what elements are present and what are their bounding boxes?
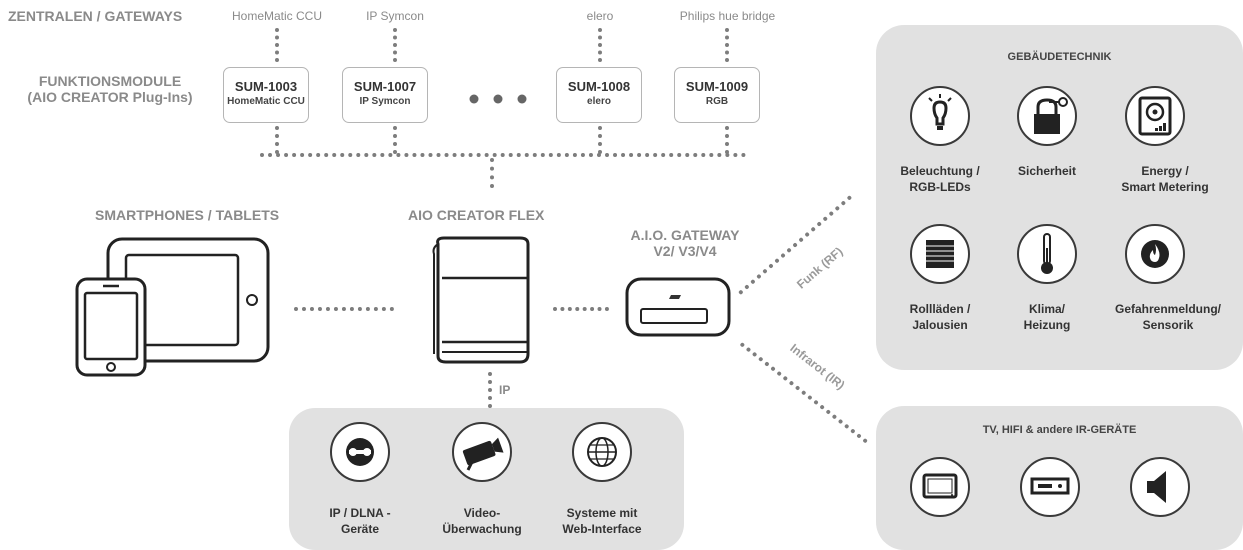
- bus-drop-4: [725, 126, 733, 154]
- ip-link-label: IP: [499, 383, 511, 397]
- source-homematic: HomeMatic CCU: [231, 9, 322, 23]
- gateway-title-line2: V2/ V3/V4: [653, 243, 717, 259]
- link-creator-ip: [488, 372, 496, 416]
- creator-title: AIO CREATOR FLEX: [408, 207, 545, 223]
- dlna-icon: [330, 422, 390, 482]
- label-line: IP / DLNA -: [329, 506, 391, 520]
- building-label-security: Sicherheit: [997, 163, 1097, 179]
- label-line: Sicherheit: [1017, 164, 1077, 178]
- building-panel-title: GEBÄUDETECHNIK: [1007, 51, 1112, 63]
- label-line: Rollläden /: [909, 302, 971, 316]
- gateway-title: A.I.O. GATEWAY V2/ V3/V4: [615, 227, 755, 259]
- source-elero: elero: [586, 9, 614, 23]
- label-line: Sensorik: [1142, 318, 1194, 332]
- light-bulb-icon: [910, 86, 970, 146]
- label-line: RGB-LEDs: [909, 180, 971, 194]
- gateways-title: ZENTRALEN / GATEWAYS: [8, 8, 183, 24]
- module-name: IP Symcon: [359, 96, 411, 107]
- label-line: Gefahrenmeldung/: [1114, 302, 1221, 316]
- connector-hue: [725, 28, 733, 62]
- module-sum-1003: SUM-1003 HomeMatic CCU: [223, 67, 309, 123]
- tablet-phone-icon: [74, 235, 274, 385]
- rf-link-label: Funk (RF): [794, 244, 846, 292]
- ip-item-label-video: Video- Überwachung: [422, 505, 542, 537]
- speaker-icon: [1130, 457, 1190, 517]
- label-line: Web-Interface: [562, 522, 642, 536]
- ellipsis-dots: [468, 92, 532, 110]
- source-ipsymcon: IP Symcon: [366, 9, 424, 23]
- connector-ipsymcon: [393, 28, 401, 62]
- module-sum-1009: SUM-1009 RGB: [674, 67, 760, 123]
- label-line: Video-: [463, 506, 501, 520]
- building-label-alarm: Gefahrenmeldung/ Sensorik: [1100, 301, 1236, 333]
- label-line: Smart Metering: [1121, 180, 1209, 194]
- aio-creator-device-icon: [428, 234, 538, 374]
- link-creator-gateway: [553, 307, 609, 315]
- module-name: HomeMatic CCU: [227, 96, 305, 107]
- label-line: Beleuchtung /: [900, 164, 980, 178]
- lock-icon: [1017, 86, 1077, 146]
- module-code: SUM-1003: [234, 79, 298, 94]
- link-tablet-creator: [294, 307, 394, 315]
- smartphones-title: SMARTPHONES / TABLETS: [95, 207, 280, 223]
- connector-homematic: [275, 28, 283, 62]
- label-line: Heizung: [1023, 318, 1071, 332]
- module-code: SUM-1007: [353, 79, 417, 94]
- building-label-light: Beleuchtung / RGB-LEDs: [890, 163, 990, 195]
- ir-panel-title: TV, HIFI & andere IR-GERÄTE: [982, 424, 1137, 436]
- bus-drop-1: [275, 126, 283, 154]
- building-label-shutter: Rollläden / Jalousien: [890, 301, 990, 333]
- hifi-receiver-icon: [1020, 457, 1080, 517]
- building-label-energy: Energy / Smart Metering: [1105, 163, 1225, 195]
- shutter-icon: [910, 224, 970, 284]
- module-name: RGB: [705, 96, 729, 107]
- label-line: Geräte: [340, 522, 380, 536]
- module-sum-1007: SUM-1007 IP Symcon: [342, 67, 428, 123]
- label-line: Jalousien: [912, 318, 968, 332]
- ip-item-label-dlna: IP / DLNA - Geräte: [300, 505, 420, 537]
- modules-title-line1: FUNKTIONSMODULE: [38, 73, 182, 89]
- modules-title-line2: (AIO CREATOR Plug-Ins): [27, 89, 193, 105]
- ip-item-label-web: Systeme mit Web-Interface: [542, 505, 662, 537]
- label-line: Systeme mit: [566, 506, 638, 520]
- source-hue: Philips hue bridge: [679, 9, 776, 23]
- aio-gateway-device-icon: [623, 275, 733, 345]
- fire-alarm-icon: [1125, 224, 1185, 284]
- module-name: elero: [587, 96, 611, 107]
- globe-icon: [572, 422, 632, 482]
- building-label-climate: Klima/ Heizung: [997, 301, 1097, 333]
- bus-drop-3: [598, 126, 606, 154]
- bus-to-creator: [490, 158, 498, 188]
- camera-icon: [452, 422, 512, 482]
- connector-elero: [598, 28, 606, 62]
- thermometer-icon: [1017, 224, 1077, 284]
- module-code: SUM-1008: [567, 79, 631, 94]
- gateway-title-line1: A.I.O. GATEWAY: [630, 227, 740, 243]
- tv-icon: [910, 457, 970, 517]
- module-sum-1008: SUM-1008 elero: [556, 67, 642, 123]
- modules-title: FUNKTIONSMODULE (AIO CREATOR Plug-Ins): [24, 73, 196, 105]
- energy-meter-icon: [1125, 86, 1185, 146]
- bus-drop-2: [393, 126, 401, 154]
- module-code: SUM-1009: [685, 79, 749, 94]
- label-line: Überwachung: [442, 522, 522, 536]
- building-tech-panel: [876, 25, 1243, 370]
- label-line: Energy /: [1141, 164, 1189, 178]
- module-bus-line: [260, 153, 746, 161]
- label-line: Klima/: [1028, 302, 1065, 316]
